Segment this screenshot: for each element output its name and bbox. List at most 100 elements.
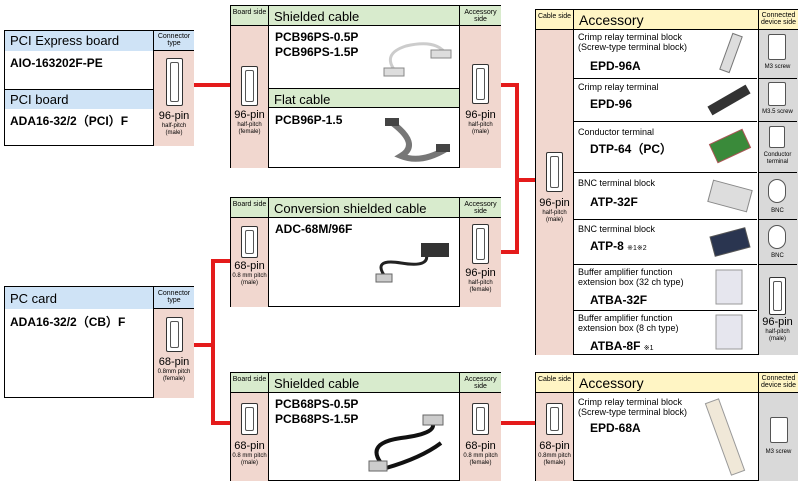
device-cell: BNC (758, 173, 797, 219)
extension-box-image (715, 269, 743, 305)
row-divider (574, 78, 757, 79)
pc-card-label: PC card (5, 287, 153, 309)
accessory-model: ATBA-32F (590, 293, 648, 307)
connector-icon (472, 403, 489, 435)
wire (515, 83, 519, 254)
wire (211, 421, 231, 425)
connector-icon (546, 152, 563, 192)
pci-express-board-label: PCI Express board (5, 31, 153, 51)
bnc-block-image (709, 227, 751, 257)
connector-icon (472, 64, 489, 104)
accessory-title: Accessory (574, 10, 758, 30)
row-divider (574, 310, 757, 311)
accessory-desc: Buffer amplifier function extension box … (578, 313, 679, 333)
cable-model: PCB96PS-0.5P (275, 30, 359, 44)
accessory-row: BNC terminal block ATP-32F (574, 173, 757, 219)
pin-spec: 0.8 mm pitch (male) (232, 453, 267, 466)
footnote-mark: ※1※2 (627, 245, 647, 252)
cable-model: PCB96P-1.5 (275, 113, 343, 127)
connector-type-text: Connector type (157, 33, 191, 47)
cable-side-header: Cable side (536, 10, 573, 30)
row-divider (574, 219, 757, 220)
accessory-desc: Crimp relay terminal block (Screw-type t… (578, 32, 688, 52)
device-cell: M3 screw (758, 30, 797, 78)
pin-count: 96-pin (158, 110, 190, 122)
accessory-model: DTP-64（PC） (590, 142, 673, 156)
accessory-group-68: Cable side 68-pin 0.8mm pitch (female) A… (535, 372, 798, 481)
accessory-row: Crimp relay terminal EPD-96 (574, 79, 757, 121)
wire (500, 421, 536, 425)
pin-count: 96-pin (465, 109, 496, 121)
pin-spec: half-pitch (male) (765, 329, 790, 342)
pin-spec: 0.8mm pitch (female) (157, 369, 191, 382)
board-side-header: Board side (231, 373, 268, 393)
pin-count: 96-pin (539, 197, 570, 209)
board-side-header: Board side (231, 198, 268, 218)
wire (500, 250, 518, 254)
accessory-side-header: Accessory side (460, 6, 501, 26)
shielded-cable-image (368, 414, 444, 472)
row-divider (758, 78, 797, 79)
pin-count: 68-pin (158, 356, 190, 368)
row-divider (758, 264, 797, 265)
pin-count: 96-pin (762, 316, 793, 328)
connector-icon (546, 403, 563, 435)
pin-spec: half-pitch (female) (468, 280, 493, 293)
pin-count: 68-pin (234, 440, 265, 452)
wire (211, 259, 231, 263)
pc-card-connector-cell: 68-pin 0.8mm pitch (female) (153, 309, 194, 398)
accessory-group-96: Cable side 96-pin half-pitch (male) Acce… (535, 9, 798, 355)
accessory-desc: Conductor terminal (578, 127, 655, 137)
cable-group-conversion: Board side 68-pin 0.8 mm pitch (male) Co… (230, 197, 501, 307)
row-divider (574, 264, 757, 265)
wire (193, 83, 231, 87)
accessory-side-header: Accessory side (460, 198, 501, 218)
shielded-cable-title: Shielded cable (269, 6, 459, 26)
accessory-row: Crimp relay terminal block (Screw-type t… (574, 30, 757, 78)
accessory-title: Accessory (574, 373, 758, 393)
row-divider (574, 172, 757, 173)
shielded-cable-title: Shielded cable (269, 373, 459, 393)
connector-type-header: Connector type (153, 31, 194, 51)
cable-model: PCB68PS-1.5P (275, 412, 359, 426)
device-cell: Conductor terminal (758, 122, 797, 172)
device-side-column: Connected device side M3 screw (758, 373, 798, 481)
cable-side-header: Cable side (536, 373, 573, 393)
bnc-connector-icon (768, 225, 786, 249)
wire (515, 178, 536, 182)
pc-card-group: PC card ADA16-32/2（CB）F Connector type 6… (4, 286, 194, 398)
pin-count: 68-pin (465, 440, 496, 452)
board-side-cell: Board side 68-pin 0.8 mm pitch (male) (231, 198, 269, 307)
connector-type-text: Connector type (157, 290, 191, 304)
connector-icon (769, 277, 786, 315)
pin-count: 96-pin (234, 109, 265, 121)
board-side-cell: Board side 68-pin 0.8 mm pitch (male) (231, 373, 269, 481)
wire (193, 343, 213, 347)
pin-spec: half-pitch (female) (237, 122, 262, 135)
screw-terminal-icon (768, 82, 786, 106)
accessory-model: EPD-68A (590, 421, 641, 435)
accessory-side-cell: Accessory side 68-pin 0.8 mm pitch (fema… (459, 373, 501, 481)
connector-type-header: Connector type (153, 287, 194, 309)
pin-spec: 0.8 mm pitch (female) (463, 453, 498, 466)
cable-model: ADC-68M/96F (275, 222, 353, 236)
pin-spec: half-pitch (male) (161, 123, 187, 136)
pci-express-model: AIO-163202F-PE (10, 56, 103, 70)
terminal-image (707, 84, 751, 116)
device-label: BNC (771, 253, 784, 259)
pci-boards-group: PCI Express board AIO-163202F-PE PCI boa… (4, 30, 194, 146)
bnc-block-image (707, 179, 753, 213)
accessory-desc: Crimp relay terminal (578, 82, 659, 92)
flat-cable-image (385, 118, 450, 162)
pin-spec: 0.8mm pitch (female) (538, 453, 571, 466)
row-divider (758, 219, 797, 220)
accessory-row: Conductor terminal DTP-64（PC） (574, 122, 757, 172)
device-label: Conductor terminal (763, 152, 792, 165)
cable-model: PCB68PS-0.5P (275, 397, 359, 411)
accessory-side-header: Accessory side (460, 373, 501, 393)
accessory-desc: Buffer amplifier function extension box … (578, 267, 684, 287)
connector-icon (472, 224, 489, 264)
cable-side-cell: Cable side 68-pin 0.8mm pitch (female) (536, 373, 574, 481)
accessory-desc: Crimp relay terminal block (Screw-type t… (578, 397, 688, 417)
board-connector-cell: 96-pin half-pitch (male) (153, 51, 194, 146)
